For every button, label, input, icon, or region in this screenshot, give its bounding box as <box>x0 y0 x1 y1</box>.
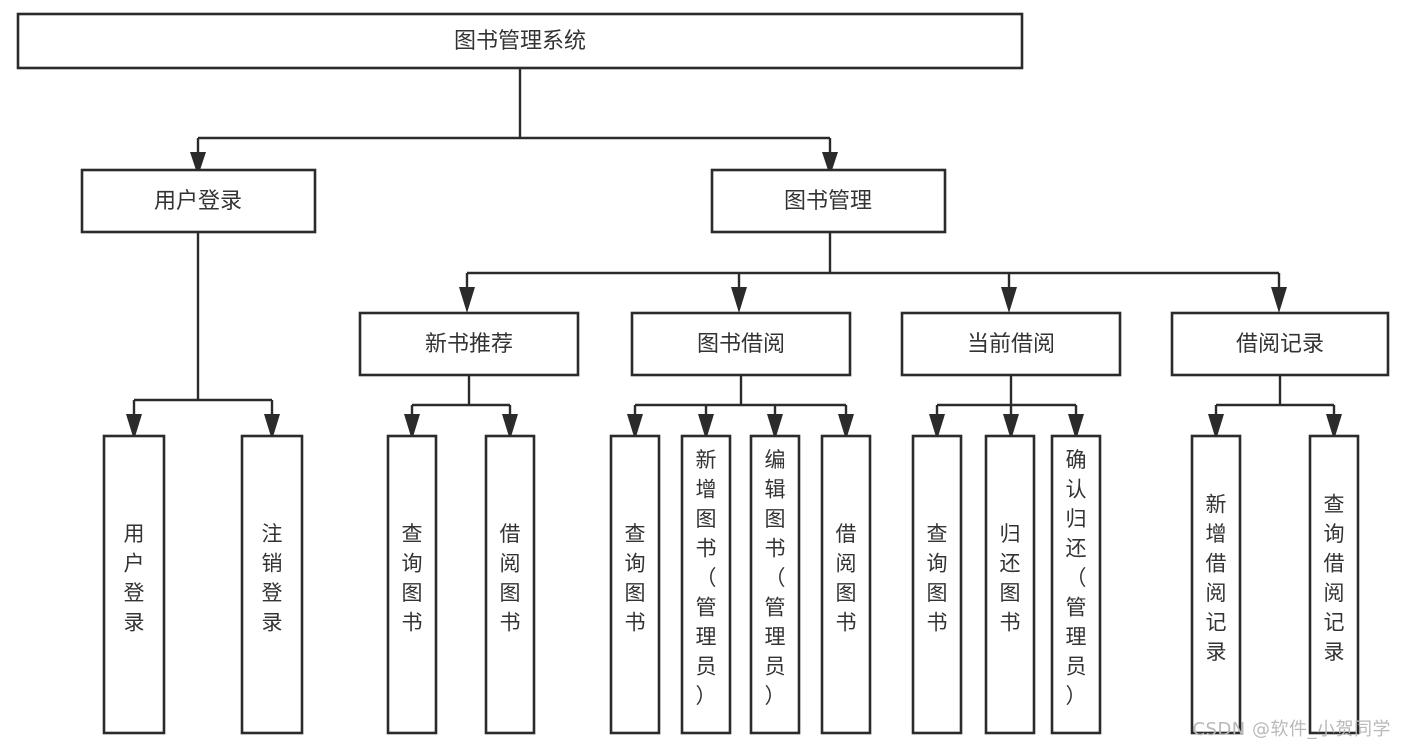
leaf-query-borrow-record-box[interactable] <box>1308 434 1360 735</box>
leaf-borrow-book-box[interactable] <box>820 434 872 735</box>
connector-root-to-level1 <box>196 68 832 156</box>
node-user-login-box[interactable] <box>80 168 317 234</box>
node-book-manage-label: 图书管理 <box>784 189 872 214</box>
arrow-to-user-login <box>190 152 206 176</box>
leaf-node-logout[interactable]: 注销登录 <box>240 434 304 735</box>
leaf-node-confirm-return[interactable]: 确认归还（管理员） <box>1050 434 1102 735</box>
leaf-node-return-book[interactable]: 归还图书 <box>984 434 1036 735</box>
connector-book-borrow-to-leaves <box>633 375 848 418</box>
connector-new-book-recommend-to-leaves <box>410 375 512 418</box>
leaf-query-borrow-record-label: 查询借阅记录 <box>1324 492 1345 664</box>
node-new-book-recommend-box[interactable] <box>358 311 580 377</box>
node-root-box[interactable] <box>16 12 1024 70</box>
leaf-node-query-book-borrow[interactable]: 查询图书 <box>609 434 661 735</box>
connector-current-borrow-to-leaves <box>935 375 1078 418</box>
leaf-return-book-label: 归还图书 <box>1000 522 1021 635</box>
arrow-to-book-borrow <box>731 287 747 313</box>
leaf-user-login-box[interactable] <box>102 434 166 735</box>
node-user-login[interactable]: 用户登录 <box>80 168 317 234</box>
node-current-borrow-box[interactable] <box>900 311 1122 377</box>
node-new-book-recommend[interactable]: 新书推荐 <box>358 311 580 377</box>
leaf-borrow-book-recommend-box[interactable] <box>484 434 536 735</box>
node-borrow-record[interactable]: 借阅记录 <box>1170 311 1390 377</box>
node-new-book-recommend-label: 新书推荐 <box>425 332 513 357</box>
leaf-query-book-recommend-label: 查询图书 <box>402 522 423 635</box>
node-book-manage[interactable]: 图书管理 <box>710 168 947 234</box>
connector-book-manage-to-level2 <box>465 232 1281 291</box>
leaf-node-query-book-current[interactable]: 查询图书 <box>911 434 963 735</box>
leaf-user-login-label: 用户登录 <box>124 522 145 635</box>
connector-user-login-to-leaves <box>132 232 274 418</box>
arrow-to-book-manage <box>822 152 838 176</box>
node-root-label: 图书管理系统 <box>454 29 586 54</box>
arrow-to-leaf-logout <box>264 414 280 440</box>
arrow-to-current-borrow <box>1001 287 1017 313</box>
arrow-to-leaf-edit-book <box>767 414 783 440</box>
leaf-confirm-return-label: 确认归还（管理员） <box>1066 448 1087 708</box>
node-book-borrow[interactable]: 图书借阅 <box>630 311 852 377</box>
leaf-query-book-borrow-label: 查询图书 <box>625 522 646 635</box>
arrow-to-new-book-recommend <box>459 287 475 313</box>
leaf-add-borrow-record-box[interactable] <box>1190 434 1242 735</box>
node-current-borrow-label: 当前借阅 <box>967 332 1055 357</box>
leaf-query-book-current-label: 查询图书 <box>927 522 948 635</box>
arrow-to-leaf-query-book-2 <box>627 414 643 440</box>
node-borrow-record-box[interactable] <box>1170 311 1390 377</box>
node-borrow-record-label: 借阅记录 <box>1236 332 1324 357</box>
leaf-return-book-box[interactable] <box>984 434 1036 735</box>
leaf-node-add-borrow-record[interactable]: 新增借阅记录 <box>1190 434 1242 735</box>
arrow-to-leaf-confirm-return <box>1068 414 1084 440</box>
leaf-node-borrow-book[interactable]: 借阅图书 <box>820 434 872 735</box>
leaf-node-add-book[interactable]: 新增图书（管理员） <box>680 434 732 735</box>
leaf-node-query-book-recommend[interactable]: 查询图书 <box>386 434 438 735</box>
node-current-borrow[interactable]: 当前借阅 <box>900 311 1122 377</box>
arrow-to-leaf-borrow-book-2 <box>838 414 854 440</box>
leaf-edit-book-box[interactable] <box>749 434 801 735</box>
node-user-login-label: 用户登录 <box>154 189 242 214</box>
leaf-borrow-book-label: 借阅图书 <box>836 522 857 635</box>
arrow-to-leaf-add-book <box>698 414 714 440</box>
leaf-query-book-current-box[interactable] <box>911 434 963 735</box>
leaf-query-book-recommend-box[interactable] <box>386 434 438 735</box>
node-root-system[interactable]: 图书管理系统 <box>16 12 1024 70</box>
arrow-to-leaf-user-login <box>126 414 142 440</box>
leaf-add-book-label: 新增图书（管理员） <box>696 448 717 708</box>
connector-borrow-record-to-leaves <box>1214 375 1336 418</box>
node-book-manage-box[interactable] <box>710 168 947 234</box>
leaf-edit-book-label: 编辑图书（管理员） <box>765 448 786 708</box>
leaf-add-borrow-record-label: 新增借阅记录 <box>1206 492 1227 664</box>
connectors-layer <box>126 68 1342 440</box>
leaf-add-book-box[interactable] <box>680 434 732 735</box>
arrow-to-leaf-borrow-book-1 <box>502 414 518 440</box>
node-book-borrow-label: 图书借阅 <box>697 332 785 357</box>
leaf-node-edit-book[interactable]: 编辑图书（管理员） <box>749 434 801 735</box>
leaf-logout-label: 注销登录 <box>262 522 283 635</box>
leaf-confirm-return-box[interactable] <box>1050 434 1102 735</box>
leaf-borrow-book-recommend-label: 借阅图书 <box>500 522 521 635</box>
leaf-node-query-borrow-record[interactable]: 查询借阅记录 <box>1308 434 1360 735</box>
node-book-borrow-box[interactable] <box>630 311 852 377</box>
leaf-node-user-login[interactable]: 用户登录 <box>102 434 166 735</box>
arrow-to-leaf-query-record <box>1326 414 1342 440</box>
leaf-query-book-borrow-box[interactable] <box>609 434 661 735</box>
arrow-to-leaf-return-book <box>1003 414 1019 440</box>
csdn-watermark: CSDN @软件_小贺同学 <box>1192 719 1391 740</box>
arrow-to-leaf-query-book-1 <box>404 414 420 440</box>
leaf-node-borrow-book-recommend[interactable]: 借阅图书 <box>484 434 536 735</box>
arrow-to-borrow-record <box>1271 287 1287 313</box>
arrow-to-leaf-add-record <box>1208 414 1224 440</box>
arrow-to-leaf-query-book-3 <box>929 414 945 440</box>
leaf-logout-box[interactable] <box>240 434 304 735</box>
